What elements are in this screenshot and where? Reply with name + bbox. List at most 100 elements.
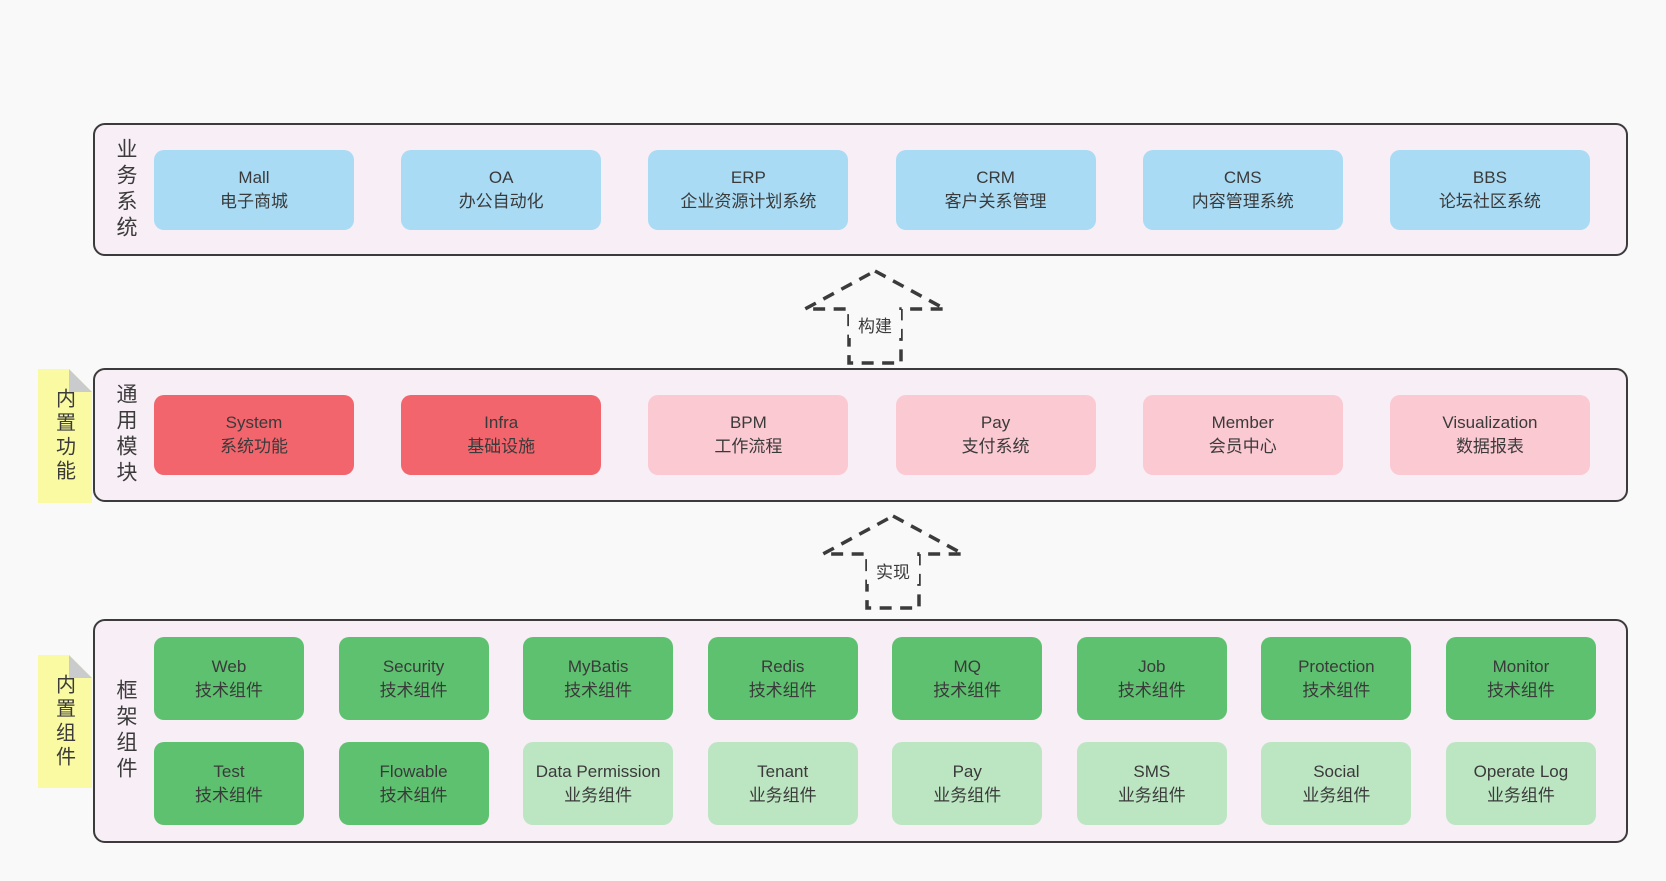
box-title: Tenant [757, 761, 809, 781]
box-subtitle: 企业资源计划系统 [680, 191, 817, 211]
box-security: Security 技术组件 [338, 637, 489, 720]
box-subtitle: 工作流程 [714, 437, 783, 456]
box-monitor: Monitor 技术组件 [1445, 637, 1596, 720]
box-subtitle: 业务组件 [1302, 785, 1371, 805]
box-subtitle: 论坛社区系统 [1438, 191, 1541, 211]
box-subtitle: 支付系统 [961, 437, 1030, 456]
box-title: Mall [238, 167, 270, 187]
box-mybatis: MyBatis 技术组件 [523, 637, 674, 720]
box-infra: Infra 基础设施 [401, 395, 602, 475]
box-title: Member [1211, 413, 1274, 432]
box-subtitle: 技术组件 [195, 680, 263, 700]
box-subtitle: 数据报表 [1455, 437, 1524, 456]
box-title: Pay [980, 413, 1011, 432]
box-mall: Mall 电子商城 [154, 149, 354, 230]
box-subtitle: 技术组件 [379, 680, 448, 700]
box-system: System 系统功能 [154, 395, 354, 475]
business-systems-boxes: Mall 电子商城 OA 办公自动化 ERP 企业资源计划系统 CRM 客户关系… [154, 125, 1590, 254]
box-title: SMS [1133, 761, 1171, 781]
box-title: CRM [976, 167, 1015, 187]
box-social: Social 业务组件 [1261, 742, 1412, 825]
box-title: OA [488, 167, 514, 187]
box-operate-log: Operate Log 业务组件 [1445, 742, 1596, 825]
box-title: Pay [952, 761, 982, 781]
box-title: Flowable [379, 761, 448, 781]
framework-row-1: Web 技术组件 Security 技术组件 MyBatis 技术组件 Redi… [154, 637, 1596, 720]
box-title: Protection [1298, 656, 1375, 676]
box-title: Redis [760, 656, 805, 676]
layer-label-business-systems: 业务系统 [114, 137, 137, 242]
box-subtitle: 基础设施 [467, 437, 536, 456]
box-subtitle: 业务组件 [748, 785, 817, 805]
box-member: Member 会员中心 [1142, 395, 1343, 475]
box-crm: CRM 客户关系管理 [895, 149, 1096, 230]
box-bbs: BBS 论坛社区系统 [1389, 149, 1590, 230]
box-title: Visualization [1442, 413, 1538, 432]
box-cms: CMS 内容管理系统 [1142, 149, 1343, 230]
sticky-note-shape [38, 369, 92, 503]
framework-components-boxes: Web 技术组件 Security 技术组件 MyBatis 技术组件 Redi… [154, 621, 1596, 841]
sticky-note-shape [38, 655, 92, 788]
box-subtitle: 技术组件 [379, 785, 448, 805]
layer-framework-components: 框架组件 Web 技术组件 Security 技术组件 MyBatis 技术组件… [93, 619, 1628, 843]
box-tenant: Tenant 业务组件 [707, 742, 858, 825]
box-web: Web 技术组件 [154, 637, 304, 720]
arrow-label-build: 构建 [849, 310, 901, 338]
box-title: ERP [730, 167, 766, 187]
box-subtitle: 客户关系管理 [944, 191, 1047, 211]
box-subtitle: 技术组件 [1302, 680, 1371, 700]
box-visualization: Visualization 数据报表 [1389, 395, 1590, 475]
sticky-note-builtin-components: 内置组件 [38, 655, 92, 788]
arrow-label-implement: 实现 [867, 556, 919, 584]
up-arrow-implement [822, 514, 964, 610]
box-bpm: BPM 工作流程 [648, 395, 849, 475]
box-subtitle: 业务组件 [933, 785, 1002, 805]
box-title: Monitor [1492, 656, 1550, 676]
sticky-note-builtin-functions: 内置功能 [38, 369, 92, 503]
box-pay-component: Pay 业务组件 [892, 742, 1043, 825]
box-subtitle: 技术组件 [933, 680, 1002, 700]
box-data-permission: Data Permission 业务组件 [523, 742, 674, 825]
box-title: Infra [484, 413, 519, 432]
box-title: Job [1138, 656, 1166, 676]
up-arrow-build [804, 269, 946, 365]
sticky-note-label: 内置功能 [52, 388, 75, 484]
box-subtitle: 会员中心 [1208, 437, 1277, 456]
sticky-note-label: 内置组件 [52, 673, 75, 770]
box-title: System [225, 413, 283, 432]
box-title: BPM [729, 413, 767, 432]
box-sms: SMS 业务组件 [1076, 742, 1227, 825]
box-title: MQ [953, 656, 981, 676]
common-modules-boxes: System 系统功能 Infra 基础设施 BPM 工作流程 Pay 支付系统… [154, 370, 1590, 500]
framework-row-2: Test 技术组件 Flowable 技术组件 Data Permission … [154, 742, 1596, 825]
layer-business-systems: 业务系统 Mall 电子商城 OA 办公自动化 ERP 企业资源计划系统 CRM… [93, 123, 1628, 256]
box-flowable: Flowable 技术组件 [338, 742, 489, 825]
box-subtitle: 系统功能 [220, 437, 288, 456]
box-protection: Protection 技术组件 [1261, 637, 1412, 720]
box-subtitle: 技术组件 [564, 680, 633, 700]
box-mq: MQ 技术组件 [892, 637, 1043, 720]
box-test: Test 技术组件 [154, 742, 304, 825]
box-subtitle: 电子商城 [220, 191, 288, 211]
box-subtitle: 技术组件 [1486, 680, 1555, 700]
box-title: Web [211, 656, 247, 676]
box-subtitle: 业务组件 [564, 785, 633, 805]
box-subtitle: 技术组件 [1117, 680, 1186, 700]
box-subtitle: 业务组件 [1486, 785, 1555, 805]
box-job: Job 技术组件 [1076, 637, 1227, 720]
box-title: BBS [1472, 167, 1507, 187]
box-pay-module: Pay 支付系统 [895, 395, 1096, 475]
box-subtitle: 技术组件 [748, 680, 817, 700]
box-title: Data Permission [535, 761, 661, 781]
box-title: Security [382, 656, 445, 676]
box-title: Social [1313, 761, 1360, 781]
box-title: MyBatis [567, 656, 629, 676]
box-title: CMS [1223, 167, 1262, 187]
box-oa: OA 办公自动化 [401, 149, 602, 230]
box-title: Test [213, 761, 245, 781]
box-subtitle: 技术组件 [195, 785, 263, 805]
box-erp: ERP 企业资源计划系统 [648, 149, 849, 230]
layer-label-framework-components: 框架组件 [114, 679, 137, 783]
box-subtitle: 办公自动化 [458, 191, 544, 211]
